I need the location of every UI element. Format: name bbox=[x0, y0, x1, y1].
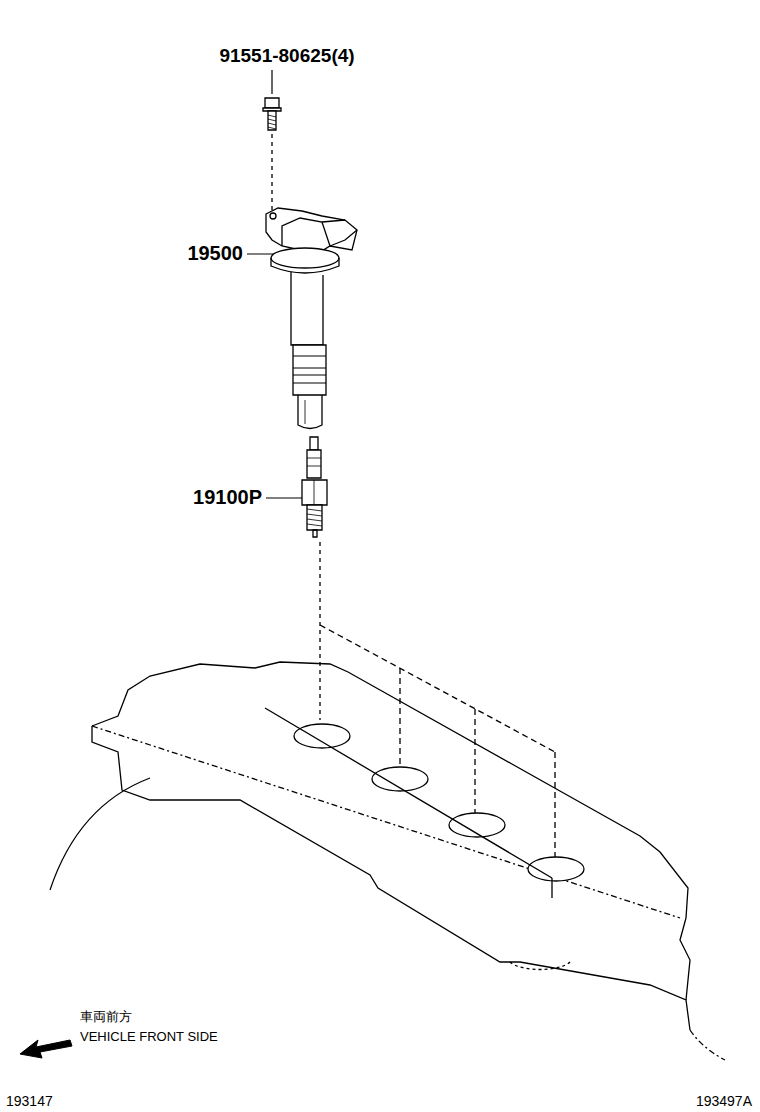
callout-number: 19100P bbox=[193, 486, 262, 508]
label-holder: 193497A bbox=[696, 1094, 752, 1109]
direction-note: 車両前方 bbox=[80, 1010, 132, 1024]
bolt-figure bbox=[263, 70, 281, 210]
label-holder: 19500 bbox=[187, 242, 243, 264]
direction-note: VEHICLE FRONT SIDE bbox=[80, 1030, 218, 1044]
figure-code: 193497A bbox=[696, 1094, 752, 1109]
label-holder: 91551-80625(4) bbox=[219, 46, 354, 67]
part-number: 91551-80625(4) bbox=[219, 46, 354, 67]
figure-code: 193147 bbox=[6, 1094, 53, 1109]
direction-arrow bbox=[20, 1040, 72, 1058]
ignition-coil-figure bbox=[247, 208, 357, 429]
label-holder: 19100P bbox=[193, 486, 262, 508]
label-holder: 193147 bbox=[6, 1094, 53, 1109]
spark-plug-figure bbox=[266, 437, 327, 720]
label-holder: 車両前方 bbox=[80, 1010, 132, 1024]
label-holder: VEHICLE FRONT SIDE bbox=[80, 1030, 218, 1044]
callout-number: 19500 bbox=[187, 242, 243, 264]
engine-cover-figure bbox=[50, 625, 725, 1060]
